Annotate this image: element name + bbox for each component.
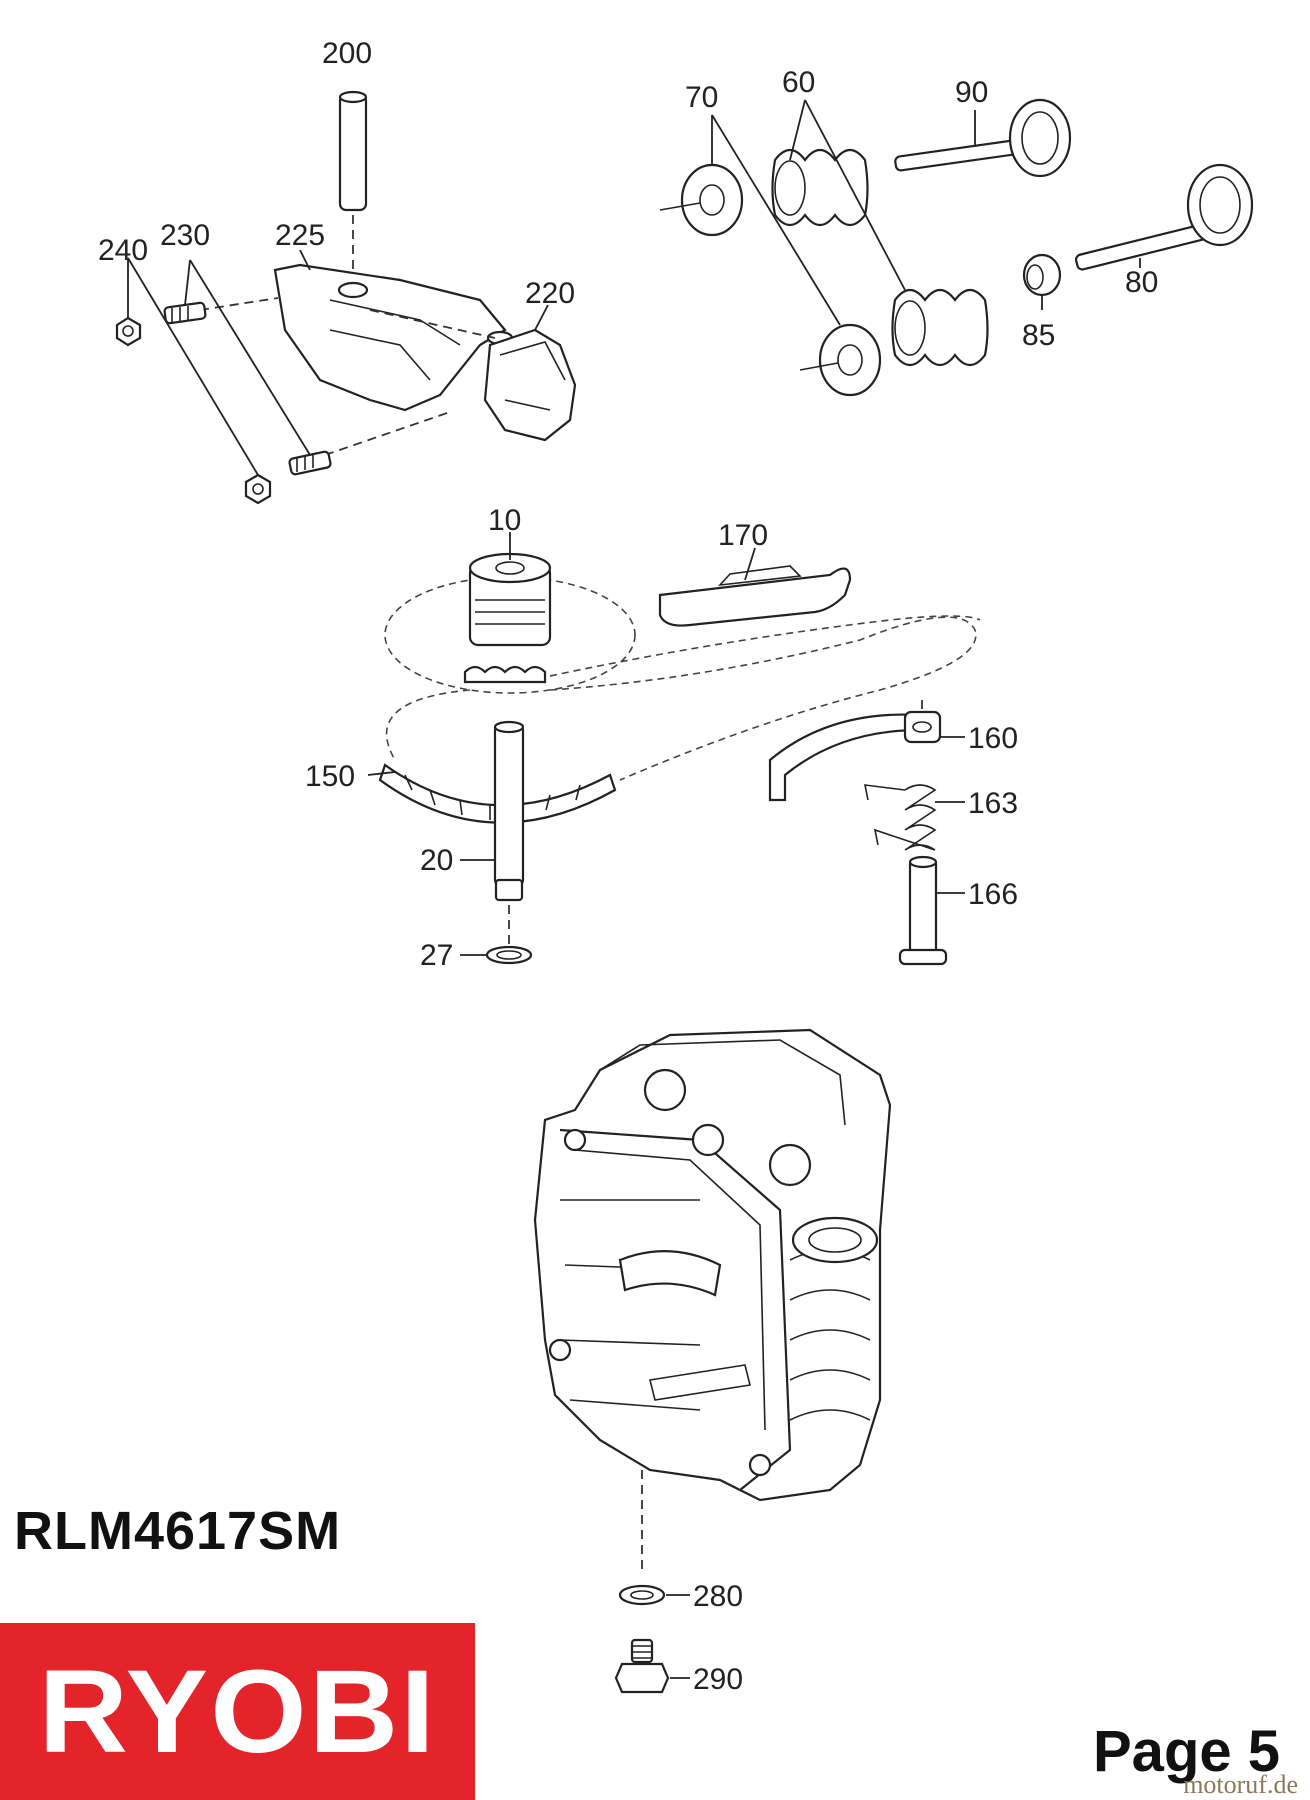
part-240-nuts <box>115 316 272 505</box>
label-60: 60 <box>782 66 815 99</box>
label-280: 280 <box>693 1580 743 1613</box>
ryobi-logo: RYOBI <box>0 1623 475 1800</box>
label-27: 27 <box>420 939 453 972</box>
part-290-bolt <box>614 1638 670 1694</box>
valve-assembly <box>659 98 1254 397</box>
part-225-bracket <box>273 263 507 412</box>
part-160-governor <box>768 700 942 802</box>
label-200: 200 <box>322 37 372 70</box>
part-163-spring <box>863 784 937 851</box>
label-163: 163 <box>968 787 1018 820</box>
part-166-shaft <box>898 855 948 966</box>
part-230-studs <box>163 301 332 476</box>
part-90-valve <box>894 98 1072 178</box>
label-160: 160 <box>968 722 1018 755</box>
label-220: 220 <box>525 277 575 310</box>
cylinder-head <box>533 1028 892 1575</box>
part-80-valve <box>1074 163 1254 271</box>
label-150: 150 <box>305 760 355 793</box>
part-70-retainers <box>659 163 882 397</box>
label-166: 166 <box>968 878 1018 911</box>
part-85-seal <box>1022 253 1062 297</box>
part-280-washer <box>618 1584 666 1606</box>
label-80: 80 <box>1125 266 1158 299</box>
part-150-chain-guide <box>378 763 617 824</box>
part-10-camshaft-sprocket <box>384 552 636 694</box>
label-225: 225 <box>275 219 325 252</box>
label-20: 20 <box>420 844 453 877</box>
reference-labels: 200 225 230 240 220 70 60 90 80 85 10 17… <box>98 37 1158 1696</box>
part-170-tensioner <box>658 567 852 627</box>
label-230: 230 <box>160 219 210 252</box>
part-60-springs <box>771 148 989 367</box>
logo-text: RYOBI <box>38 1645 437 1778</box>
label-10: 10 <box>488 504 521 537</box>
part-27-washer <box>485 945 533 965</box>
label-90: 90 <box>955 76 988 109</box>
label-290: 290 <box>693 1663 743 1696</box>
part-20-shaft <box>493 720 525 902</box>
page-number: Page 5 <box>1093 1719 1280 1784</box>
rocker-bracket-assembly <box>115 90 577 505</box>
watermark: motoruf.de <box>1183 1770 1298 1799</box>
label-240: 240 <box>98 234 148 267</box>
part-200-pin <box>338 93 368 212</box>
label-170: 170 <box>718 519 768 552</box>
label-70: 70 <box>685 81 718 114</box>
label-85: 85 <box>1022 319 1055 352</box>
model-number: RLM4617SM <box>14 1501 342 1561</box>
cam-chain-assembly <box>367 532 981 966</box>
